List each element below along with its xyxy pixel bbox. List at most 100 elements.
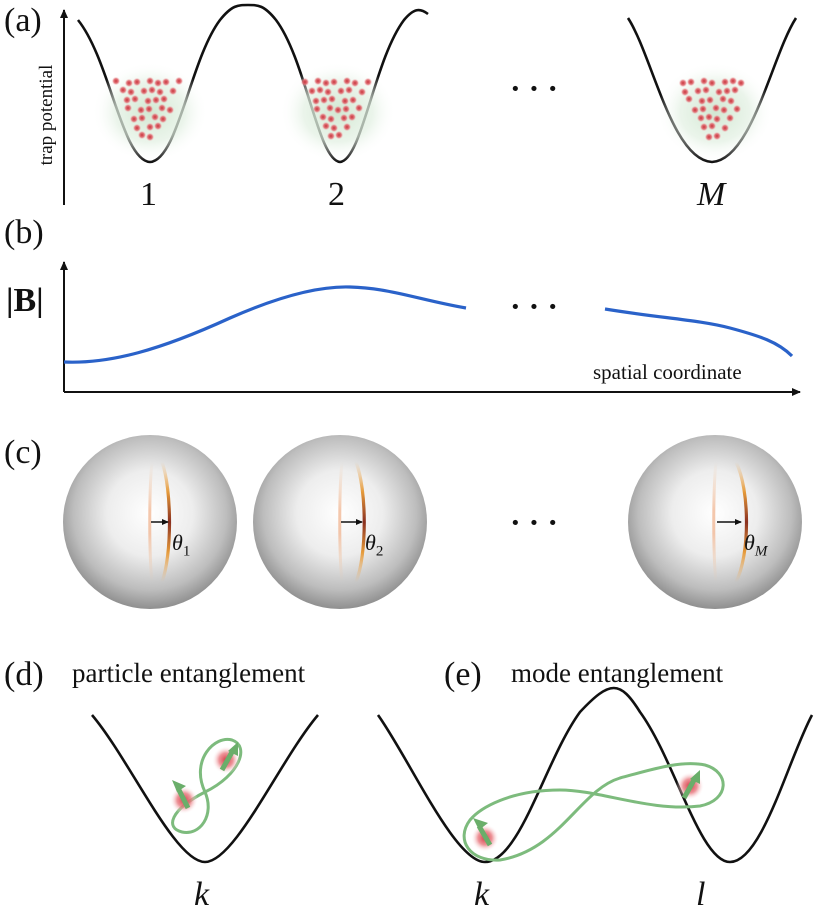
panel-d-graphics: [91, 714, 319, 864]
panel-e-graphics: [376, 686, 814, 864]
angle-sub-2: 2: [375, 543, 384, 560]
atom-dot: [174, 76, 184, 86]
atom-dot: [129, 114, 139, 124]
atom-dot: [147, 85, 157, 95]
angle-sub-M: M: [754, 543, 768, 560]
atom-dot: [728, 76, 738, 86]
angle-label-M: θM: [744, 530, 767, 560]
panel-d-title: particle entanglement: [72, 658, 306, 688]
atom-dot: [341, 104, 351, 114]
angle-label-2: θ2: [365, 530, 383, 560]
atom-dot: [319, 95, 329, 105]
atom-dot: [326, 114, 336, 124]
bloch-sphere-1: [63, 435, 237, 609]
atom-dot: [712, 114, 722, 124]
atoms-well-1: [111, 76, 184, 142]
atom-dot: [126, 87, 136, 97]
atom-dot: [300, 77, 310, 87]
atom-dot: [326, 131, 336, 141]
atom-dot: [701, 85, 711, 95]
atom-dot: [157, 103, 167, 113]
panel-c-ellipsis: · · ·: [510, 504, 559, 540]
atom-dot: [159, 94, 169, 104]
atom-dot: [357, 87, 367, 97]
atom-dot: [722, 86, 732, 96]
spin-arrowhead-e1: [473, 818, 488, 830]
panel-a-label: (a): [4, 2, 42, 39]
atom-dot: [168, 86, 178, 96]
atom-dot: [350, 78, 360, 88]
atom-dot: [329, 77, 339, 87]
atom-dot: [333, 105, 343, 115]
atom-dot: [145, 122, 155, 132]
atom-dot: [145, 132, 155, 142]
panel-d-label: (d): [4, 656, 44, 693]
atom-dot: [165, 105, 175, 115]
atom-dot: [124, 78, 134, 88]
atom-dot: [680, 87, 690, 97]
panel-e-trap-curve: [376, 686, 814, 864]
atom-dot: [342, 76, 352, 86]
well-label-2: 2: [328, 176, 345, 213]
atom-dot: [136, 105, 146, 115]
spin-arrowhead-d2: [228, 742, 238, 756]
atom-dot: [313, 76, 323, 86]
atom-dot: [132, 77, 142, 87]
panel-e-well-label-l: l: [696, 876, 706, 913]
angle-symbol-1: θ: [172, 530, 183, 555]
panel-b-graphics: [60, 261, 801, 396]
atom-dot: [339, 113, 349, 123]
angle-symbol-M: θ: [744, 530, 755, 555]
panel-c-label: (c): [4, 434, 42, 471]
atom-dot: [705, 95, 715, 105]
atom-dot: [132, 123, 142, 133]
atom-dot: [327, 94, 337, 104]
atom-dot: [321, 78, 331, 88]
atom-dot: [732, 104, 742, 114]
panel-b-x-axis-label: spatial coordinate: [593, 360, 742, 384]
atom-dot: [354, 103, 364, 113]
panel-a-trap-potential-curve-end: [626, 17, 798, 164]
atom-dot: [726, 96, 736, 106]
spin-arrowhead-e2: [690, 770, 700, 784]
atom-dot: [325, 103, 335, 113]
atom-dot: [329, 123, 339, 133]
bloch-sphere-M: [628, 435, 802, 609]
atom-dot: [139, 86, 149, 96]
atom-dot: [153, 121, 163, 131]
atoms-well-2: [300, 76, 373, 141]
mode-entanglement-loop: [462, 762, 725, 862]
atom-dot: [150, 112, 160, 122]
atom-dot: [130, 94, 140, 104]
atom-dot: [318, 112, 328, 122]
panel-a-graphics: [60, 3, 798, 205]
atom-dot: [347, 112, 357, 122]
panel-e-well-label-k: k: [474, 876, 490, 913]
atom-dot: [684, 94, 694, 104]
atom-dot: [714, 87, 724, 97]
atom-dot: [123, 103, 133, 113]
atom-dot: [111, 76, 121, 86]
atom-dot: [158, 114, 168, 124]
panel-c-graphics: [63, 435, 802, 609]
atom-dot: [334, 130, 344, 140]
atom-dot: [697, 96, 707, 106]
atom-dot: [699, 76, 709, 86]
atom-dot: [161, 77, 171, 87]
atom-dot: [720, 123, 730, 133]
atom-dot: [155, 87, 165, 97]
atom-dot: [122, 95, 132, 105]
atom-dot: [145, 76, 155, 86]
atom-dot: [711, 103, 721, 113]
panel-d-well-label: k: [194, 876, 210, 913]
panel-b-label: (b): [4, 214, 44, 251]
atom-dot: [704, 112, 714, 122]
atom-dot: [690, 105, 700, 115]
atom-dot: [363, 77, 373, 87]
atom-dot: [307, 86, 317, 96]
angle-symbol-2: θ: [365, 530, 376, 555]
panel-e-title: mode entanglement: [511, 658, 724, 688]
atom-dot: [336, 86, 346, 96]
spin-arrow-d2: [219, 750, 235, 772]
